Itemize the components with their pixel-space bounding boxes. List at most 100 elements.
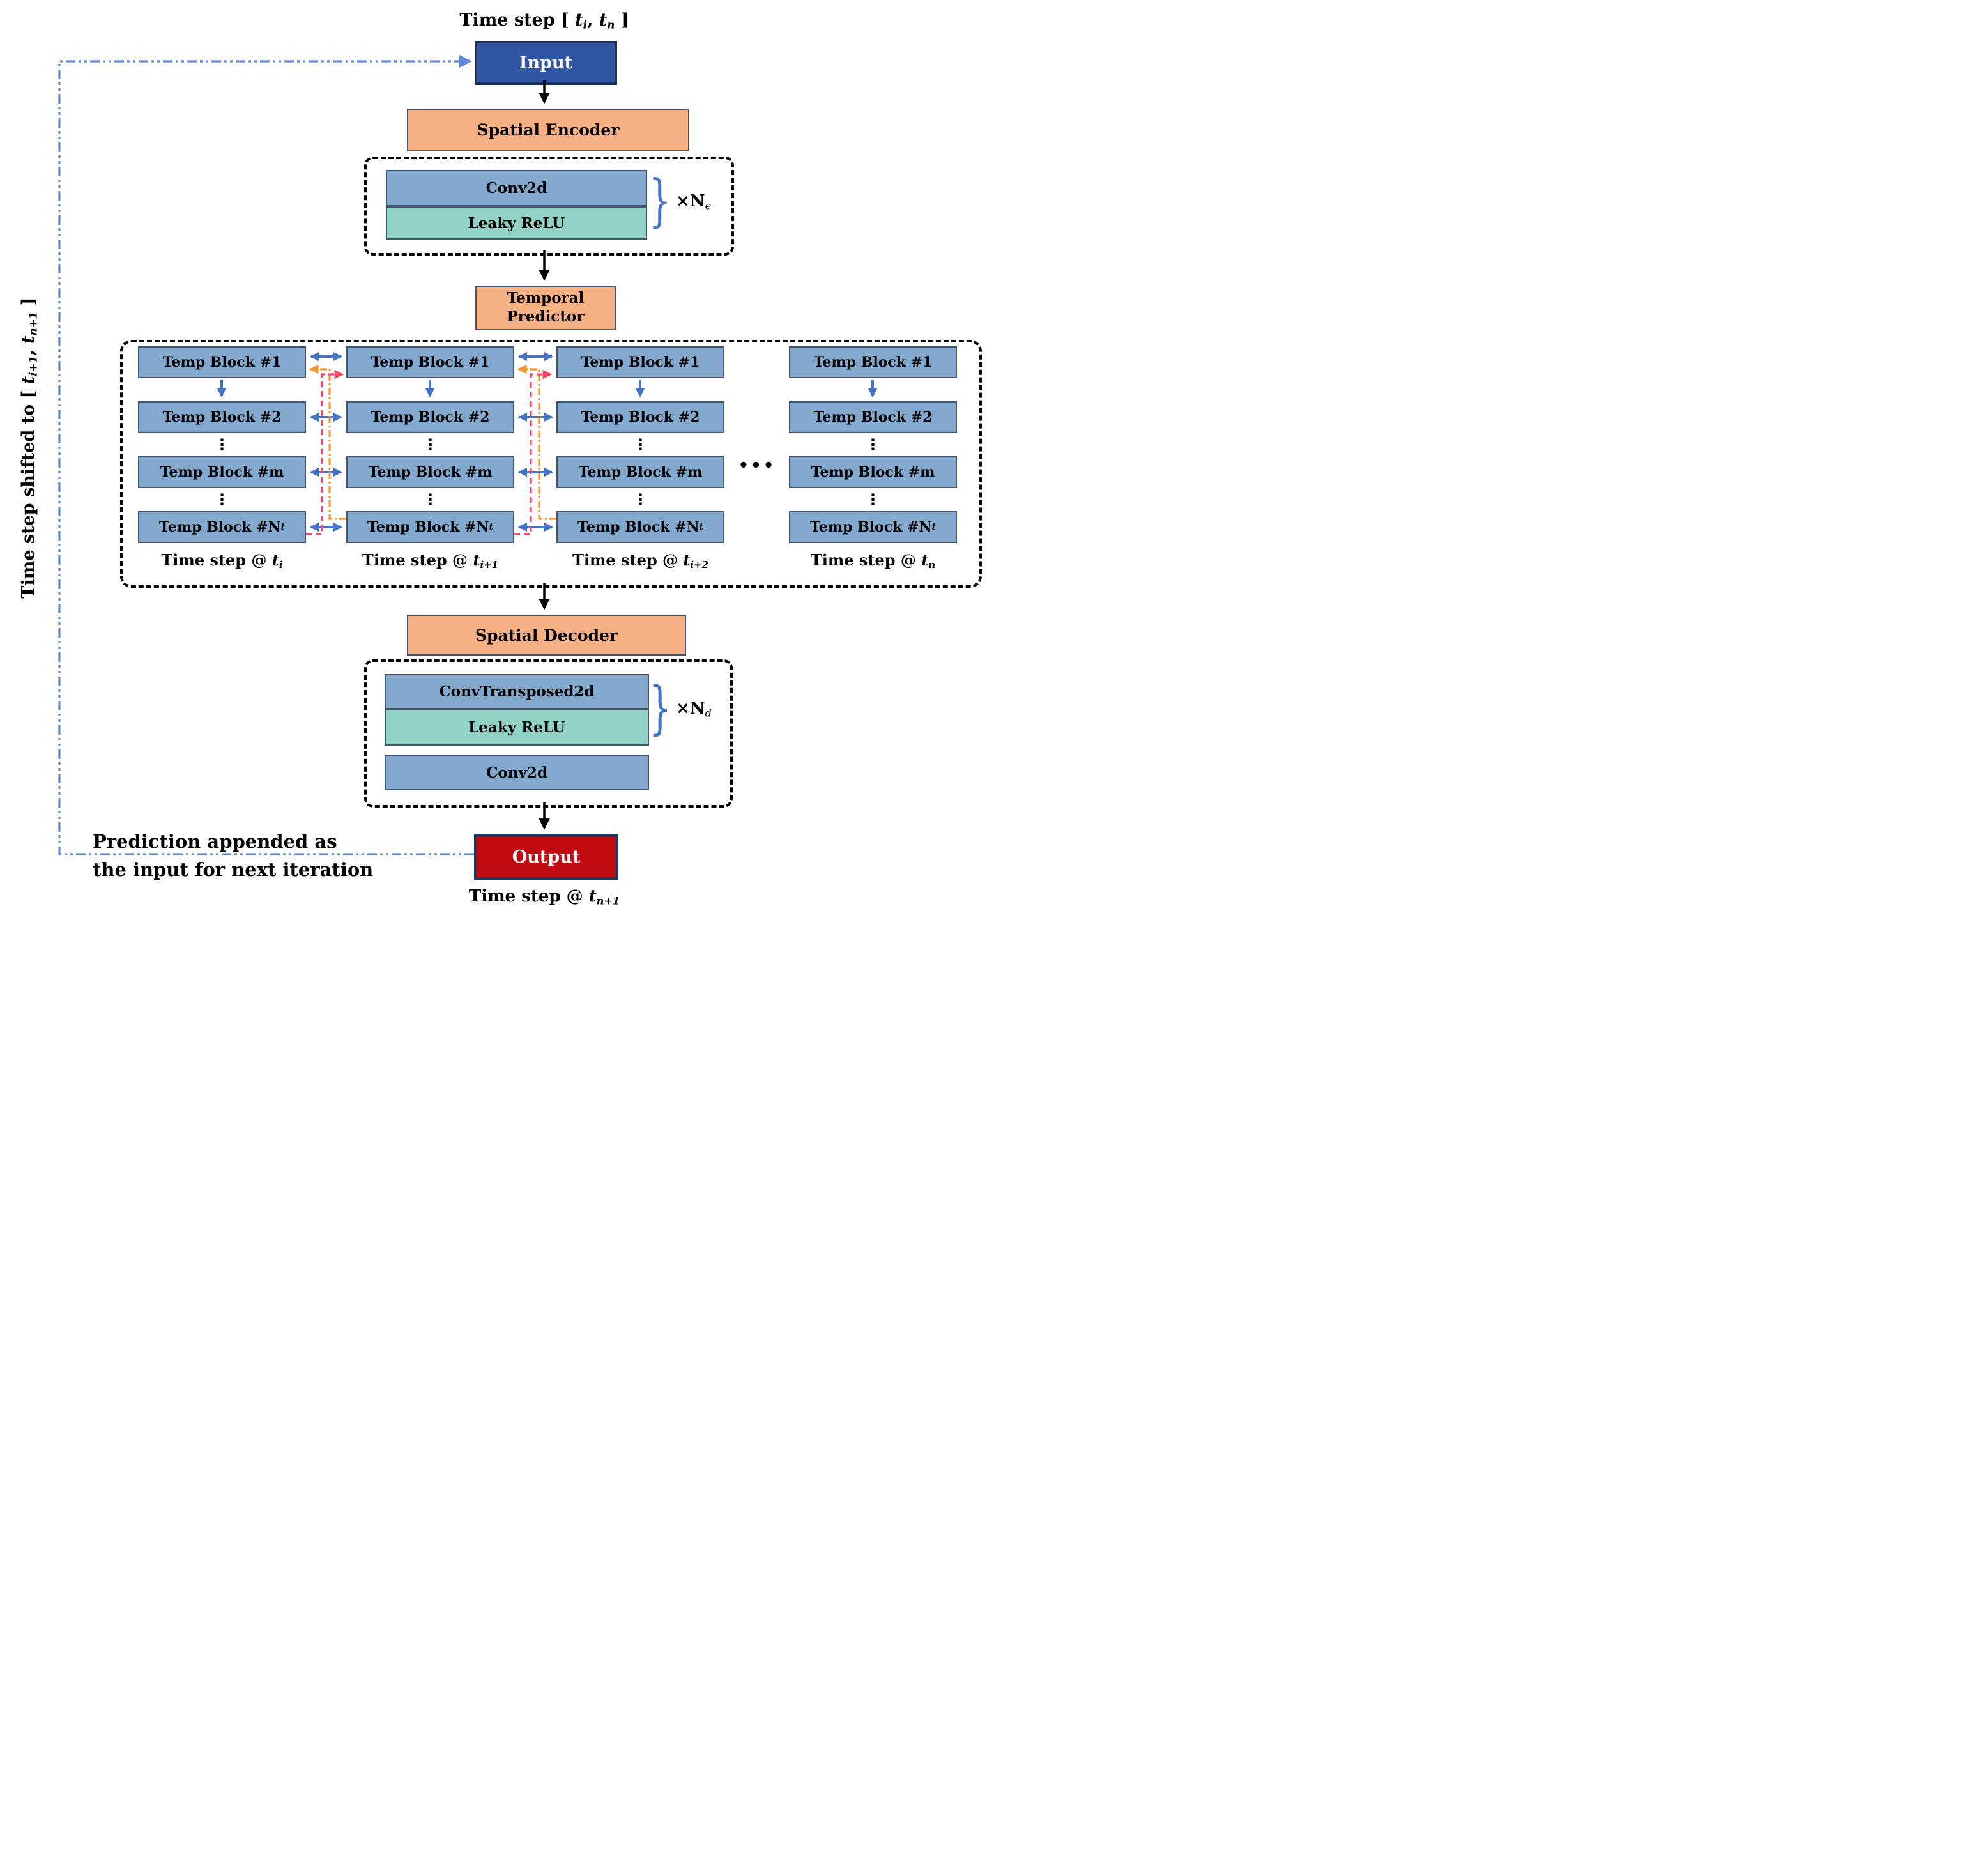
math-sub: n xyxy=(607,18,615,31)
spatial-encoder-label: Spatial Encoder xyxy=(477,121,620,139)
encoder-repeat-label: ×Ne xyxy=(676,192,711,212)
shifted-timerange-label: Time step shifted to [ ti+1, tn+1 ] xyxy=(19,114,40,781)
output-timestep-label: Time step @ tn+1 xyxy=(423,887,666,907)
math-sub: n+1 xyxy=(26,311,40,336)
block-label: Temp Block #1 xyxy=(162,354,282,371)
math-sub: n xyxy=(928,559,936,571)
brace-glyph: } xyxy=(648,167,671,233)
input-box: Input xyxy=(475,41,617,85)
block-sub: t xyxy=(699,522,703,532)
output-label: Output xyxy=(512,847,581,867)
predictor-line2: Predictor xyxy=(507,308,585,325)
decoder-convtransposed2d-box: ConvTransposed2d xyxy=(385,674,649,709)
vertical-ellipsis: ⋮ xyxy=(865,436,881,454)
block-sub: t xyxy=(280,522,285,532)
math-var: t xyxy=(271,551,279,569)
input-label: Input xyxy=(519,53,573,73)
label-text: Time step @ xyxy=(468,887,589,906)
encoder-conv2d-box: Conv2d xyxy=(386,170,647,206)
math-var: t xyxy=(19,376,38,385)
vertical-ellipsis: ⋮ xyxy=(214,436,230,454)
temporal-column-2: Temp Block #1 Temp Block #2 ⋮ Temp Block… xyxy=(346,340,514,583)
temporal-column-1: Temp Block #1 Temp Block #2 ⋮ Temp Block… xyxy=(138,340,306,583)
math-sub: n+1 xyxy=(596,894,620,907)
math-var: t xyxy=(575,10,583,30)
column-label-3: Time step @ ti+2 xyxy=(556,551,724,571)
temp-block-1: Temp Block #1 xyxy=(556,346,724,378)
vertical-ellipsis: ⋮ xyxy=(422,436,438,454)
block-label: Temp Block #2 xyxy=(162,409,282,426)
block-label: Temp Block #N xyxy=(577,519,700,535)
math-var: t xyxy=(921,551,929,569)
block-label: Temp Block #2 xyxy=(581,409,700,426)
block-label: Temp Block #N xyxy=(367,519,489,535)
math-var: t xyxy=(599,10,608,30)
architecture-diagram: Time step [ ti, tn ] Input Spatial Encod… xyxy=(0,0,994,924)
encoder-leaky-relu-box: Leaky ReLU xyxy=(386,206,647,240)
math-sub: i xyxy=(279,559,283,571)
math-sub: i+1 xyxy=(480,559,498,571)
block-label: Temp Block #m xyxy=(160,464,284,480)
math-sub: i+2 xyxy=(690,559,708,571)
decoder-repeat-label: ×Nd xyxy=(676,699,712,719)
label-text: , xyxy=(587,10,599,30)
vertical-ellipsis: ⋮ xyxy=(632,491,648,509)
decoder-conv2d-box: Conv2d xyxy=(385,755,649,790)
temporal-column-3: Temp Block #1 Temp Block #2 ⋮ Temp Block… xyxy=(556,340,724,583)
column-label-2: Time step @ ti+1 xyxy=(346,551,514,571)
block-label: Temp Block #2 xyxy=(813,409,933,426)
spatial-encoder-box: Spatial Encoder xyxy=(407,109,689,151)
temporal-column-4: Temp Block #1 Temp Block #2 ⋮ Temp Block… xyxy=(789,340,957,583)
label-text: Time step [ xyxy=(459,10,576,30)
spatial-decoder-label: Spatial Decoder xyxy=(475,625,618,645)
block-label: Temp Block #m xyxy=(811,464,935,480)
block-label: Temp Block #1 xyxy=(581,354,700,371)
label-text: Time step shifted to [ xyxy=(19,384,38,599)
column-label-1: Time step @ ti xyxy=(138,551,306,571)
temp-block-1: Temp Block #1 xyxy=(346,346,514,378)
math-sub: i xyxy=(583,18,587,31)
block-label: Temp Block #2 xyxy=(371,409,490,426)
math-var: t xyxy=(19,335,38,344)
feedback-note-line1: Prediction appended as xyxy=(93,831,337,852)
temp-block-m: Temp Block #m xyxy=(556,456,724,488)
temp-block-2: Temp Block #2 xyxy=(346,401,514,433)
brace-glyph: } xyxy=(648,675,672,742)
label-text: Time step @ xyxy=(362,551,473,569)
repeat-sub: e xyxy=(705,199,712,212)
repeat-text: ×N xyxy=(676,192,705,211)
label-text: Time step @ xyxy=(572,551,684,569)
conv2d-label: Conv2d xyxy=(486,763,547,781)
decoder-leaky-relu-box: Leaky ReLU xyxy=(385,709,649,746)
feedback-note-line2: the input for next iteration xyxy=(93,859,374,880)
leaky-relu-label: Leaky ReLU xyxy=(468,214,565,232)
math-var: t xyxy=(473,551,480,569)
predictor-line1: Temporal xyxy=(507,289,585,307)
input-timerange-label: Time step [ ti, tn ] xyxy=(404,10,685,31)
leaky-relu-label: Leaky ReLU xyxy=(468,719,565,736)
temp-block-2: Temp Block #2 xyxy=(789,401,957,433)
vertical-ellipsis: ⋮ xyxy=(865,491,881,509)
decoder-repeat-brace: } xyxy=(649,675,672,742)
encoder-repeat-brace: } xyxy=(649,167,671,234)
vertical-ellipsis: ⋮ xyxy=(214,491,230,509)
block-sub: t xyxy=(489,522,493,532)
temp-block-1: Temp Block #1 xyxy=(789,346,957,378)
temp-block-2: Temp Block #2 xyxy=(556,401,724,433)
vertical-ellipsis: ⋮ xyxy=(632,436,648,454)
temp-block-m: Temp Block #m xyxy=(346,456,514,488)
block-label: Temp Block #1 xyxy=(813,354,933,371)
label-text: , xyxy=(19,343,38,356)
block-sub: t xyxy=(931,522,936,532)
block-label: Temp Block #m xyxy=(368,464,493,480)
column-ellipsis: ••• xyxy=(738,456,776,475)
math-var: t xyxy=(683,551,691,569)
label-text: Time step @ xyxy=(161,551,272,569)
block-label: Temp Block #N xyxy=(159,519,281,535)
output-box: Output xyxy=(474,834,618,880)
math-sub: i+1 xyxy=(26,355,40,376)
